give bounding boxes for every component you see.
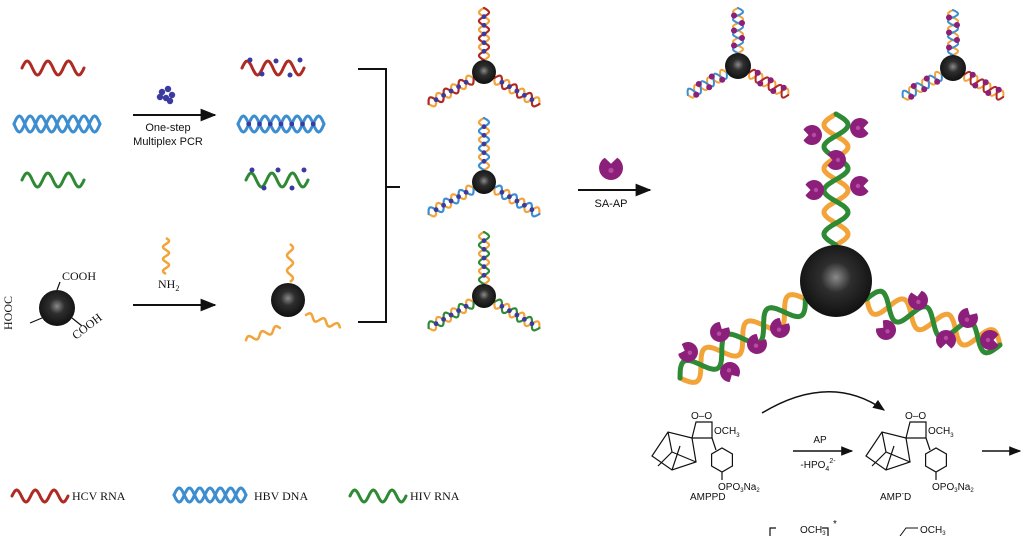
pcr-label-2: Multiplex PCR bbox=[133, 136, 203, 148]
biotin-icon bbox=[156, 85, 176, 105]
product-hiv bbox=[244, 167, 310, 191]
labeled-bead-small-2 bbox=[901, 9, 1005, 101]
pcr-label-1: One-step bbox=[145, 122, 190, 134]
probe-bead bbox=[244, 243, 342, 342]
partial-och3-1: OCH3 bbox=[800, 525, 826, 536]
legend-hbv-label: HBV DNA bbox=[254, 489, 308, 503]
target-hbv-dna bbox=[12, 114, 102, 134]
hybrid-bead-hiv bbox=[427, 230, 541, 332]
cooh-right-label: COOH bbox=[69, 310, 105, 342]
amine-probe-icon bbox=[161, 236, 171, 276]
bracket bbox=[358, 68, 400, 323]
amp-d-label: AMP-D bbox=[880, 491, 911, 503]
legend: HCV RNA HBV DNA HIV RNA bbox=[10, 486, 460, 504]
carboxyl-bead: COOH HOOC COOH bbox=[1, 269, 105, 342]
product-hbv bbox=[236, 114, 326, 134]
legend-hiv-label: HIV RNA bbox=[410, 489, 460, 503]
cooh-top-label: COOH bbox=[62, 269, 96, 283]
labeled-bead-small-1 bbox=[686, 7, 790, 99]
ring-oxygen-label: O–O bbox=[905, 411, 926, 422]
excited-star: * bbox=[833, 519, 837, 530]
dioxetanone-partial: OCH3 * OCH3 bbox=[769, 519, 946, 536]
sa-ap-label: SA-AP bbox=[594, 198, 627, 210]
cooh-left-label: HOOC bbox=[1, 296, 15, 330]
ap-label: AP bbox=[813, 435, 827, 446]
target-hiv-rna bbox=[20, 171, 86, 189]
hybrid-bead-hcv bbox=[427, 6, 541, 108]
labeled-bead-large bbox=[677, 111, 1003, 385]
phosphate-group-label: OPO3Na2 bbox=[932, 482, 974, 494]
phosphate-label: -HPO42- bbox=[800, 458, 836, 473]
reaction-curve-arrow bbox=[761, 391, 885, 414]
partial-och3-2: OCH3 bbox=[920, 525, 946, 536]
target-hcv-rna bbox=[20, 59, 86, 77]
legend-hiv-swatch bbox=[348, 488, 408, 504]
legend-hcv-swatch bbox=[10, 488, 70, 504]
methoxy-label: OCH3 bbox=[714, 426, 740, 439]
amppd-label: AMPPD bbox=[690, 492, 726, 503]
legend-hbv-swatch bbox=[172, 486, 248, 504]
methoxy-label: OCH3 bbox=[928, 426, 954, 439]
sa-ap-icon bbox=[599, 157, 623, 180]
hybrid-bead-hbv bbox=[427, 116, 541, 218]
phosphate-group-label: OPO3Na2 bbox=[718, 482, 760, 494]
legend-hcv-label: HCV RNA bbox=[72, 489, 126, 503]
product-hcv bbox=[240, 57, 306, 78]
amine-label: NH2 bbox=[158, 277, 179, 293]
ring-oxygen-label: O–O bbox=[691, 411, 712, 422]
